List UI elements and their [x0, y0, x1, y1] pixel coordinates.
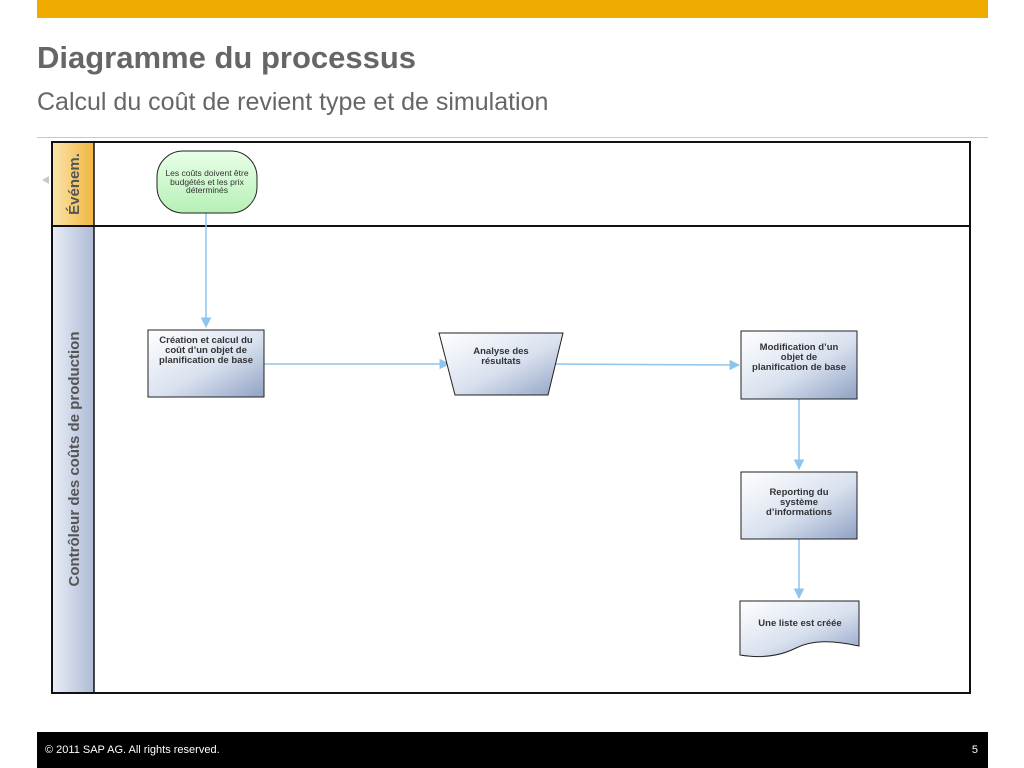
create-cost-object-text: Création et calcul du coût d’un objet de…: [159, 336, 253, 366]
brand-top-bar: [37, 0, 988, 18]
analyze-results-node: [438, 332, 564, 396]
list-created-document-node: [739, 600, 860, 657]
header-divider: [37, 137, 988, 138]
start-event-node: [156, 150, 258, 214]
list-created-text: Une liste est créée: [758, 618, 842, 630]
modify-object-node: [740, 330, 858, 400]
modify-object-text: Modification d’un objet de planification…: [752, 342, 846, 373]
production-lane-label: Contrôleur des coûts de production: [66, 331, 83, 586]
start-event-text: Les coûts doivent être budgétés et les p…: [165, 167, 249, 196]
page-number: 5: [971, 744, 978, 756]
create-cost-object-node: [147, 329, 265, 398]
connector-analyze-to-modify: [552, 359, 741, 371]
collapse-triangle-icon: [42, 176, 49, 184]
page-subtitle: Calcul du coût de revient type et de sim…: [37, 88, 549, 116]
copyright-text: © 2011 SAP AG. All rights reserved.: [45, 744, 220, 756]
process-diagram: Événem. Contrôleur des coûts de producti…: [42, 141, 971, 694]
analyze-results-text: Analyse des résultats: [473, 346, 529, 367]
event-lane-header: [53, 143, 94, 225]
reporting-node: [740, 471, 858, 540]
page-title: Diagramme du processus: [37, 40, 417, 75]
footer-bar: © 2011 SAP AG. All rights reserved. 5: [37, 732, 988, 768]
reporting-text: Reporting du système d’informations: [766, 487, 832, 518]
production-lane-header: [53, 227, 94, 692]
event-lane-label: Événem.: [66, 153, 83, 215]
